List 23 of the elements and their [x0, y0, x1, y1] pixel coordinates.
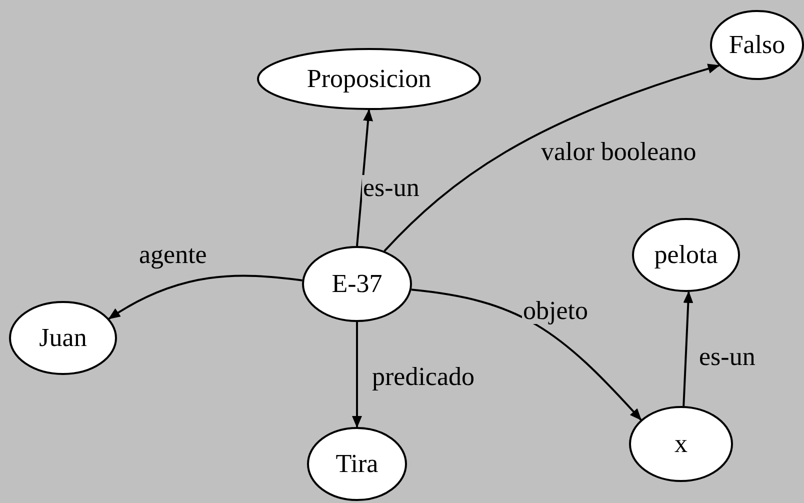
edge-label: es-un — [362, 175, 420, 201]
node-label: x — [674, 429, 688, 459]
arrow — [356, 109, 374, 246]
arrow — [384, 64, 720, 252]
edge-label: objeto — [522, 298, 589, 324]
arrow — [411, 288, 642, 421]
node-label: E-37 — [332, 269, 382, 299]
arrow — [352, 322, 362, 428]
arrow — [108, 274, 302, 320]
node-label: Proposicion — [306, 64, 432, 94]
ellipse-node — [9, 301, 117, 375]
ellipse-node — [302, 246, 412, 322]
ellipse-node — [629, 406, 733, 482]
node-label: Tira — [336, 449, 378, 479]
arrow — [682, 290, 694, 406]
node-label: Falso — [728, 30, 786, 60]
ellipse-node — [257, 48, 481, 110]
node-label: Juan — [39, 323, 87, 353]
node-label: pelota — [654, 240, 718, 270]
edge-label: predicado — [371, 364, 476, 390]
ellipse-node — [307, 427, 407, 501]
ellipse-node — [632, 218, 740, 292]
ellipse-node — [710, 10, 804, 80]
